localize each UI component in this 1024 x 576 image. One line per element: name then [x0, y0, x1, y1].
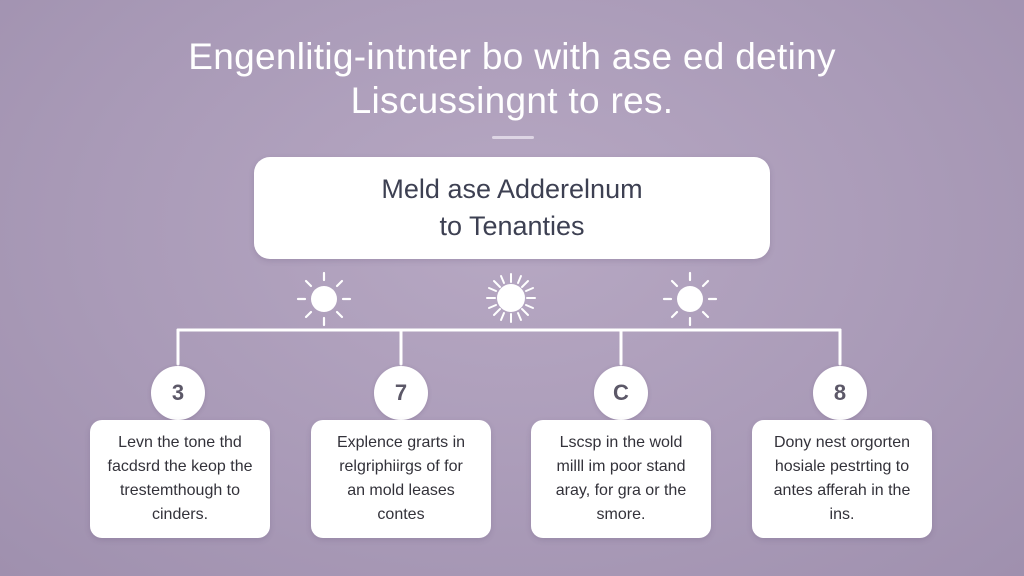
card-4-line-4: ins. [829, 506, 855, 523]
burst-icon [486, 273, 536, 323]
card-1-line-2: facdsrd the keop the [107, 458, 253, 475]
card-3-line-3: aray, for gra or the [555, 482, 687, 499]
step-number-3: C [613, 380, 629, 405]
card-4-line-1: Dony nest orgorten [773, 434, 911, 451]
title-line-2: to Tenanties [439, 211, 585, 241]
title-line-1: Meld ase Adderelnum [381, 174, 643, 204]
card-3-line-4: smore. [596, 506, 646, 523]
step-card-4: Dony nest orgorten hosiale pestrting to … [752, 420, 932, 538]
card-2-line-1: Explence grarts in [336, 434, 466, 451]
step-number-circle-3: C [594, 366, 648, 420]
headline-line-1: Engenlitig-intnter bo with ase ed detiny [188, 36, 836, 77]
step-number-2: 7 [394, 380, 408, 405]
card-1-line-1: Levn the tone thd [118, 434, 242, 451]
step-number-circle-4: 8 [813, 366, 867, 420]
card-2-line-2: relgriphiirgs of for [339, 458, 463, 475]
title-box: Meld ase Adderelnum to Tenanties [254, 157, 770, 259]
card-3-line-1: Lscsp in the wold [559, 434, 683, 451]
headline-line-2: Liscussingnt to res. [350, 80, 674, 121]
step-number-4: 8 [833, 380, 847, 405]
card-1-line-3: trestemthough to [119, 482, 241, 499]
card-4-line-2: hosiale pestrting to [774, 458, 910, 475]
step-number-1: 3 [171, 380, 185, 405]
step-card-3: Lscsp in the wold milll im poor stand ar… [531, 420, 711, 538]
card-3-line-2: milll im poor stand [556, 458, 686, 475]
step-number-circle-1: 3 [151, 366, 205, 420]
sun-icon [296, 271, 352, 327]
card-1-line-4: cinders. [151, 506, 209, 523]
card-2-line-3: an mold leases [347, 482, 455, 499]
card-4-line-3: antes afferah in the [773, 482, 911, 499]
step-card-1: Levn the tone thd facdsrd the keop the t… [90, 420, 270, 538]
step-number-circle-2: 7 [374, 366, 428, 420]
headline-divider [492, 136, 534, 139]
step-card-2: Explence grarts in relgriphiirgs of for … [311, 420, 491, 538]
sun-icon [662, 271, 718, 327]
card-2-line-4: contes [377, 506, 425, 523]
